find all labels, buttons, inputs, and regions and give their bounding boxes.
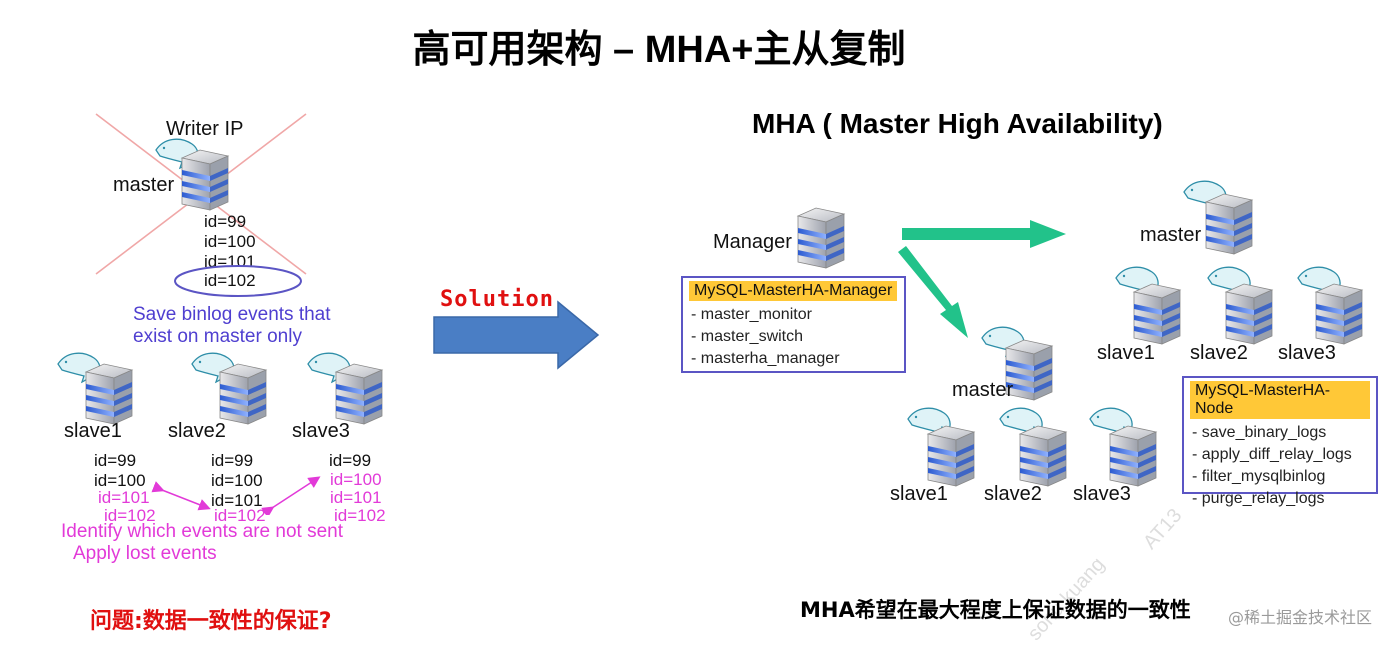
left-slave2-label: slave2 — [168, 420, 226, 442]
node-box-item: - filter_mysqlbinlog — [1192, 468, 1326, 485]
manager-box-header: MySQL-MasterHA-Manager — [689, 281, 898, 301]
manager-box-item: - masterha_manager — [691, 350, 840, 367]
slave2-id-list: id=99 id=100 id=101 — [211, 451, 263, 511]
bottom-slave3-label: slave3 — [1073, 483, 1131, 505]
question-text: 问题:数据一致性的保证? — [90, 609, 332, 634]
slave1-missing-ids: id=101 id=102 — [98, 489, 156, 525]
missing-id: id=102 — [334, 506, 386, 525]
database-server-icon — [85, 363, 133, 425]
node-box-header: MySQL-MasterHA-Node — [1190, 381, 1370, 419]
database-server-icon — [1205, 193, 1253, 255]
slave-id: id=99 — [94, 451, 137, 470]
slave-id: id=99 — [211, 451, 254, 470]
bottom-slave2-label: slave2 — [984, 483, 1042, 505]
solution-arrow-icon — [433, 300, 600, 370]
database-server-icon — [1315, 283, 1363, 345]
database-server-icon — [181, 149, 229, 211]
missing-id: id=101 — [330, 488, 382, 507]
database-server-icon — [1019, 425, 1067, 487]
watermark-right: AT13 — [1139, 504, 1187, 554]
mid-master-label: master — [952, 379, 1014, 401]
bottom-slave1-label: slave1 — [890, 483, 948, 505]
page-title: 高可用架构 – MHA+主从复制 — [412, 29, 906, 71]
master-id: id=99 — [204, 212, 247, 231]
database-server-icon — [797, 207, 845, 269]
save-binlog-line2: exist on master only — [133, 326, 302, 347]
manager-box-item: - master_monitor — [691, 306, 812, 323]
database-server-icon — [1225, 283, 1273, 345]
relay-diff-arrows-icon — [151, 476, 321, 515]
missing-id: id=100 — [330, 470, 382, 489]
database-server-icon — [335, 363, 383, 425]
node-box-item: - save_binary_logs — [1192, 424, 1327, 441]
slave-id: id=100 — [94, 471, 146, 490]
slave-id: id=99 — [329, 451, 372, 470]
slave-id: id=101 — [211, 491, 263, 510]
node-box-item: - apply_diff_relay_logs — [1192, 446, 1352, 463]
top-slave2-label: slave2 — [1190, 342, 1248, 364]
missing-id: id=101 — [98, 488, 150, 507]
slave1-id-list: id=99 id=100 — [94, 451, 146, 491]
node-box-item: - purge_relay_logs — [1192, 490, 1325, 507]
slave3-missing-ids: id=100 id=101 id=102 — [330, 471, 386, 525]
database-server-icon — [219, 363, 267, 425]
manager-box-item: - master_switch — [691, 328, 804, 345]
top-master-label: master — [1140, 224, 1202, 246]
database-server-icon — [1109, 425, 1157, 487]
save-binlog-line1: Save binlog events that — [133, 304, 331, 325]
apply-events-text: Apply lost events — [73, 543, 217, 564]
manager-to-master-arrows-icon — [898, 220, 1066, 338]
master-id: id=100 — [204, 232, 256, 251]
manager-components-box: MySQL-MasterHA-Manager - master_monitor … — [681, 276, 906, 373]
left-slave1-label: slave1 — [64, 420, 122, 442]
top-slave1-label: slave1 — [1097, 342, 1155, 364]
credit-text: @稀土掘金技术社区 — [1227, 608, 1372, 627]
missing-id: id=102 — [104, 506, 156, 525]
identify-events-text: Identify which events are not sent — [61, 521, 343, 542]
slave-id: id=100 — [211, 471, 263, 490]
master-last-id: id=102 — [204, 271, 256, 290]
manager-label: Manager — [713, 231, 792, 253]
summary-text: MHA希望在最大程度上保证数据的一致性 — [800, 598, 1191, 622]
mha-title: MHA ( Master High Availability) — [752, 108, 1163, 139]
solution-label: Solution — [440, 287, 554, 312]
slave2-missing-id: id=102 — [214, 506, 266, 525]
writer-ip-label: Writer IP — [166, 118, 244, 140]
highlight-ellipse — [174, 265, 302, 297]
database-server-icon — [927, 425, 975, 487]
left-slave3-label: slave3 — [292, 420, 350, 442]
database-server-icon — [1133, 283, 1181, 345]
slave3-id-list: id=99 — [329, 451, 371, 471]
top-slave3-label: slave3 — [1278, 342, 1336, 364]
node-components-box: MySQL-MasterHA-Node - save_binary_logs -… — [1182, 376, 1378, 507]
failed-master-label: master — [113, 174, 175, 196]
